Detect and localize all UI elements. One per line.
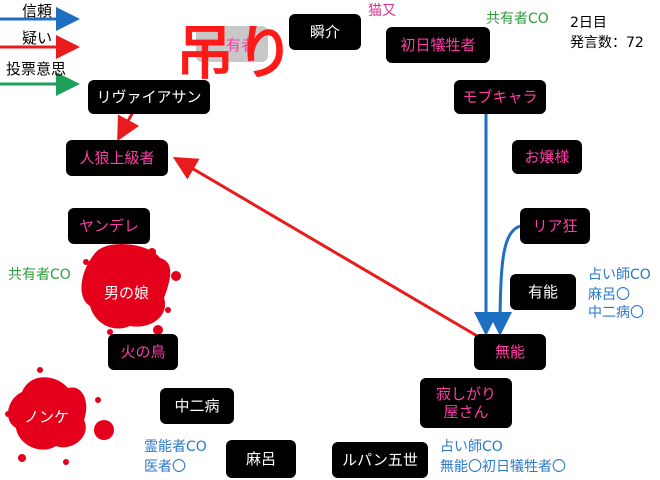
blood-drop	[148, 248, 156, 256]
trust-arrow-riakyou-to-munou	[488, 224, 521, 336]
node-levi-label: リヴァイアサン	[96, 88, 202, 106]
node-riakyou[interactable]: リア狂	[520, 208, 590, 244]
blood-drop	[5, 411, 11, 417]
blood-drop	[94, 420, 114, 440]
legend-doubt-label: 疑い	[22, 29, 53, 47]
node-first-victim[interactable]: 初日犠牲者	[386, 27, 490, 63]
node-sabishigari[interactable]: 寂しがり 屋さん	[420, 378, 512, 428]
blood-drop	[165, 307, 171, 313]
node-hinotori[interactable]: 火の鳥	[108, 334, 178, 370]
node-munou[interactable]: 無能	[474, 334, 546, 370]
doubt-arrow-munou-to-elite	[172, 156, 485, 342]
node-levi[interactable]: リヴァイアサン	[88, 80, 210, 114]
doubt-arrow-levi-to-elite	[117, 109, 140, 142]
node-chuunibyou[interactable]: 中二病	[160, 388, 234, 424]
blood-drop	[95, 397, 101, 403]
node-werewolf-elite[interactable]: 人狼上級者	[66, 140, 168, 176]
lupin-result-1: 無能〇初日犠牲者〇	[440, 459, 566, 475]
node-ojousama[interactable]: お嬢様	[512, 140, 582, 174]
node-munou-label: 無能	[494, 343, 525, 361]
lupin-co-label: 占い師CO	[440, 439, 503, 455]
node-ojousama-label: お嬢様	[524, 148, 570, 166]
yuunou-result-2: 中二病〇	[588, 305, 644, 321]
node-yandere[interactable]: ヤンデレ	[68, 208, 150, 244]
node-mobchara-label: モブキャラ	[462, 88, 538, 106]
blood-drop	[83, 259, 89, 265]
nekomata-label: 猫又	[368, 3, 396, 19]
blood-drop	[18, 454, 26, 462]
reinou-co-label: 霊能者CO	[144, 439, 207, 455]
node-lupin[interactable]: ルパン五世	[332, 442, 428, 478]
hanged-stamp: 吊り	[176, 19, 297, 87]
post-count-label: 発言数：72	[570, 35, 644, 51]
node-mobchara[interactable]: モブキャラ	[454, 80, 546, 114]
node-chuunibyou-label: 中二病	[174, 397, 220, 415]
node-riakyou-label: リア狂	[532, 217, 578, 235]
node-yandere-label: ヤンデレ	[78, 217, 139, 235]
kyouyuu-co-top: 共有者CO	[486, 11, 549, 27]
reinou-result-1: 医者〇	[144, 459, 186, 475]
node-nonke[interactable]: ノンケ	[24, 408, 70, 426]
blood-splatter	[81, 244, 171, 329]
node-hinotori-label: 火の鳥	[120, 343, 166, 361]
legend-trust-label: 信頼	[22, 2, 53, 20]
legend-vote-label: 投票意思	[6, 60, 67, 78]
node-hanged-label: 有者	[225, 35, 256, 54]
node-asaro[interactable]: 麻呂	[226, 440, 296, 478]
day-label: 2日目	[570, 15, 607, 31]
node-first-victim-label: 初日犠牲者	[400, 36, 476, 54]
blood-drop	[153, 325, 163, 335]
blood-splatter	[8, 377, 87, 450]
node-asaro-label: 麻呂	[245, 450, 276, 468]
node-shunsuke[interactable]: 瞬介	[289, 14, 361, 50]
node-yuunou-label: 有能	[527, 283, 558, 301]
blood-drop	[171, 271, 181, 281]
node-yuunou[interactable]: 有能	[510, 274, 576, 310]
yuunou-co-label: 占い師CO	[588, 267, 651, 283]
kyouyuu-co-left: 共有者CO	[8, 267, 71, 283]
blood-drop	[37, 367, 43, 373]
blood-drop	[107, 329, 113, 335]
node-otokonoko[interactable]: 男の娘	[104, 284, 150, 302]
node-hanged[interactable]: 有者	[196, 26, 268, 62]
node-lupin-label: ルパン五世	[342, 451, 418, 469]
node-werewolf-elite-label: 人狼上級者	[79, 149, 155, 167]
node-sabishigari-label-line2: 屋さん	[443, 403, 489, 421]
node-shunsuke-label: 瞬介	[309, 23, 340, 41]
yuunou-result-1: 麻呂〇	[588, 287, 630, 303]
node-sabishigari-label-line1: 寂しがり	[435, 385, 496, 403]
blood-drop	[63, 459, 69, 465]
